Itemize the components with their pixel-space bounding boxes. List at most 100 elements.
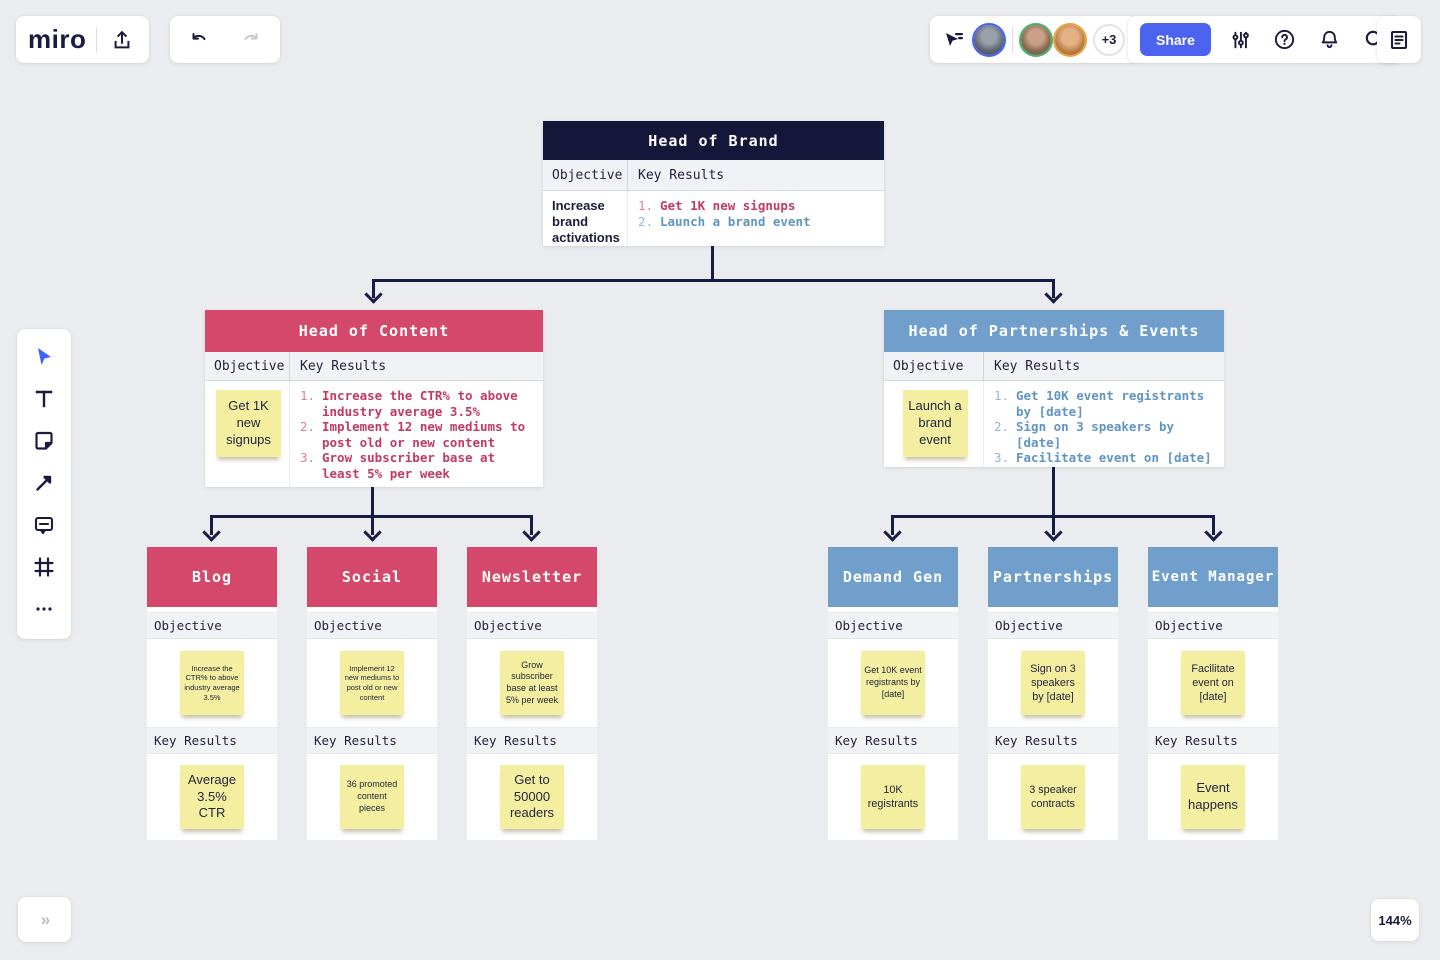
key-result-item: 2. Launch a brand event: [638, 213, 811, 229]
avatar[interactable]: [1019, 22, 1053, 57]
card-title: Event Manager: [1148, 547, 1278, 607]
redo-button[interactable]: [236, 25, 266, 55]
avatar[interactable]: [972, 22, 1006, 57]
export-button[interactable]: [107, 25, 137, 55]
notes-panel-button[interactable]: [1383, 24, 1415, 56]
key-results-column-header: Key Results: [638, 167, 725, 183]
sticky-note-icon: [32, 429, 56, 456]
sticky-note[interactable]: Get to 50000 readers: [500, 765, 564, 829]
okr-table-head-of-brand[interactable]: Head of Brand Objective Key Results Incr…: [543, 121, 884, 246]
arrowhead-down: [202, 523, 221, 542]
frame-icon: [32, 555, 56, 582]
app-menu-card: miro: [16, 16, 150, 63]
sticky-note[interactable]: 3 speaker contracts: [1021, 765, 1085, 829]
objective-label: Objective: [988, 612, 1118, 639]
key-result-item: 3. Facilitate event on [date]: [994, 450, 1212, 465]
divider: [1012, 26, 1013, 53]
objective-label: Objective: [147, 612, 277, 639]
key-result-item: 1. Increase the CTR% to above industry a…: [300, 388, 518, 419]
objective-column-header: Objective: [543, 160, 628, 190]
objective-text: Increase brand activations: [552, 198, 620, 245]
objective-label: Objective: [1148, 612, 1278, 639]
key-results-column-header: Key Results: [994, 358, 1081, 374]
okr-card-social[interactable]: Social Objective Implement 12 new medium…: [307, 547, 437, 840]
connector-line: [891, 515, 894, 535]
okr-table-head-of-content[interactable]: Head of Content Objective Key Results Ge…: [205, 310, 543, 487]
zoom-level-button[interactable]: 144%: [1371, 899, 1419, 941]
comment-tool[interactable]: [24, 509, 64, 543]
select-tool[interactable]: [24, 341, 64, 375]
okr-card-partnerships[interactable]: Partnerships Objective Sign on 3 speaker…: [988, 547, 1118, 840]
text-tool[interactable]: [24, 383, 64, 417]
arrowhead-down: [1044, 285, 1063, 304]
key-results-label: Key Results: [988, 727, 1118, 754]
key-results-label: Key Results: [828, 727, 958, 754]
sticky-note[interactable]: Increase the CTR% to above industry aver…: [180, 651, 244, 715]
okr-card-demand-gen[interactable]: Demand Gen Objective Get 10K event regis…: [828, 547, 958, 840]
sticky-note[interactable]: Get 10K event registrants by [date]: [861, 651, 925, 715]
key-result-item: 3. Grow subscriber base at least 5% per …: [300, 450, 496, 481]
chevrons-right-icon: »: [40, 909, 51, 929]
export-icon: [111, 29, 133, 51]
sticky-note[interactable]: Facilitate event on [date]: [1181, 651, 1245, 715]
objective-label: Objective: [467, 612, 597, 639]
table-title: Head of Partnerships & Events: [884, 310, 1224, 352]
okr-card-event-manager[interactable]: Event Manager Objective Facilitate event…: [1148, 547, 1278, 840]
comment-icon: [32, 513, 56, 540]
arrow-tool[interactable]: [24, 467, 64, 501]
share-button[interactable]: Share: [1140, 23, 1211, 56]
more-tools[interactable]: [24, 593, 64, 627]
avatar[interactable]: [1053, 22, 1087, 57]
key-results-column-header: Key Results: [300, 358, 387, 374]
objective-column-header: Objective: [205, 352, 290, 380]
table-title: Head of Brand: [543, 121, 884, 160]
connector-line: [372, 279, 1055, 282]
creation-toolbar: [17, 329, 71, 639]
collaborative-cursor-icon[interactable]: [942, 28, 966, 52]
key-result-item: 1. Get 10K event registrants by [date]: [994, 388, 1205, 419]
miro-logo[interactable]: miro: [28, 24, 87, 54]
sticky-note[interactable]: 36 promoted content pieces: [340, 765, 404, 829]
help-button[interactable]: [1269, 24, 1300, 55]
undo-button[interactable]: [184, 25, 214, 55]
settings-sliders-icon: [1229, 29, 1251, 51]
sticky-note[interactable]: 10K registrants: [861, 765, 925, 829]
sticky-note[interactable]: Sign on 3 speakers by [date]: [1021, 651, 1085, 715]
text-icon: [32, 387, 56, 414]
arrowhead-down: [1044, 523, 1063, 542]
sticky-note[interactable]: Get 1K new signups: [216, 390, 281, 457]
board-settings-button[interactable]: [1225, 25, 1255, 55]
card-title: Blog: [147, 547, 277, 607]
objective-label: Objective: [828, 612, 958, 639]
collaborators-card: +3: [930, 16, 1137, 63]
sticky-note[interactable]: Implement 12 new mediums to post old or …: [340, 651, 404, 715]
sticky-note[interactable]: Launch a brand event: [902, 390, 968, 457]
okr-card-newsletter[interactable]: Newsletter Objective Grow subscriber bas…: [467, 547, 597, 840]
connector-line: [711, 246, 714, 281]
sticky-note[interactable]: Grow subscriber base at least 5% per wee…: [500, 651, 564, 715]
connector-line: [1052, 515, 1055, 535]
expand-panel-button[interactable]: »: [18, 897, 71, 942]
key-result-item: 1. Get 1K new signups: [638, 198, 796, 213]
sticky-note-tool[interactable]: [24, 425, 64, 459]
more-collaborators-badge[interactable]: +3: [1093, 23, 1125, 56]
key-results-label: Key Results: [307, 727, 437, 754]
connector-line: [530, 515, 533, 535]
card-title: Demand Gen: [828, 547, 958, 607]
history-card: [170, 16, 280, 63]
connector-line: [1052, 467, 1055, 518]
card-title: Social: [307, 547, 437, 607]
notes-panel-card: [1377, 16, 1421, 63]
arrowhead-down: [883, 523, 902, 542]
card-title: Partnerships: [988, 547, 1118, 607]
okr-table-head-of-partnerships-events[interactable]: Head of Partnerships & Events Objective …: [884, 310, 1224, 467]
sticky-note[interactable]: Average 3.5% CTR: [180, 765, 244, 829]
more-dots-icon: [32, 597, 56, 624]
sticky-note[interactable]: Event happens: [1181, 765, 1245, 829]
arrow-icon: [32, 471, 56, 498]
notifications-button[interactable]: [1314, 24, 1345, 55]
key-results-label: Key Results: [147, 727, 277, 754]
frame-tool[interactable]: [24, 551, 64, 585]
okr-card-blog[interactable]: Blog Objective Increase the CTR% to abov…: [147, 547, 277, 840]
